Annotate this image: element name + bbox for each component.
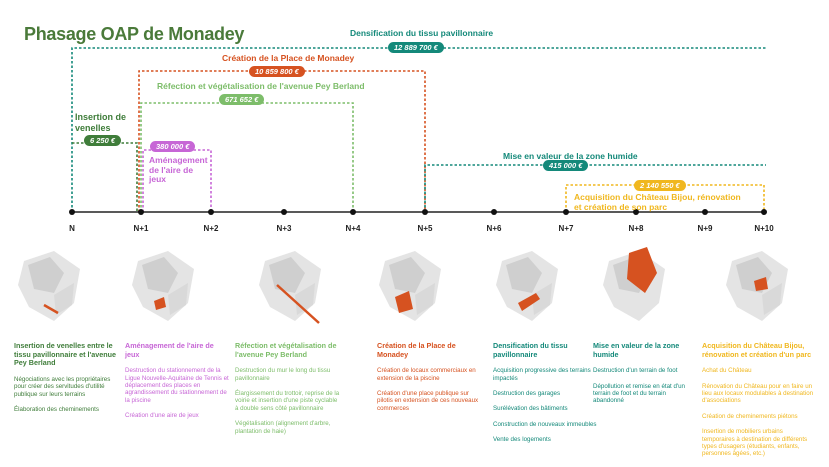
timeline-dots: [69, 209, 767, 215]
column-title: Aménagement de l'aire de jeux: [125, 341, 214, 359]
column-title: Mise en valeur de la zone humide: [593, 341, 680, 359]
column-zone: Mise en valeur de la zone humide Destruc…: [593, 341, 693, 413]
column-item: Vente des logements: [493, 436, 551, 444]
tick-label: N+2: [203, 224, 219, 233]
avenue-bracket: [140, 102, 354, 212]
column-item: Élargissement du trottoir, reprise de la…: [235, 390, 340, 412]
column-item: Destruction du stationnement de la Ligue…: [125, 367, 229, 404]
zone-bracket: [424, 164, 766, 212]
column-item: Surélévation des bâtiments: [493, 405, 568, 413]
page-title: Phasage OAP de Monadey: [24, 24, 245, 44]
tick-label: N+8: [628, 224, 644, 233]
place-amount: 10 859 800 €: [249, 66, 305, 77]
map-thumbnail-zone: [603, 247, 665, 321]
aire-label-line3: jeux: [149, 174, 167, 184]
tick-label: N+9: [697, 224, 713, 233]
map-thumbnail-place: [379, 251, 441, 321]
densification-amount: 12 889 700 €: [388, 42, 444, 53]
column-densification: Densification du tissu pavillonnaire Acq…: [493, 341, 598, 452]
column-item: Destruction d'un terrain de foot: [593, 367, 678, 375]
column-item: Création de cheminements piétons: [702, 412, 798, 420]
column-item: Achat du Château: [702, 367, 752, 375]
place-label: Création de la Place de Monadey: [222, 53, 355, 63]
column-item: Insertion de mobiliers urbains temporair…: [702, 428, 808, 458]
map-thumbnail-densification: [496, 251, 558, 321]
densification-bracket: [71, 47, 766, 212]
tick-label: N+5: [417, 224, 433, 233]
map-thumbnail-aire: [132, 251, 194, 321]
column-item: Élaboration des cheminements: [14, 406, 99, 413]
column-item: Création d'une aire de jeux: [125, 412, 199, 420]
column-item: Création d'une place publique sur piloti…: [377, 390, 479, 412]
column-item: Destruction du mur le long du tissu pavi…: [235, 367, 331, 382]
avenue-amount: 671 652 €: [219, 94, 265, 105]
column-avenue: Réfection et végétalisation de l'avenue …: [235, 341, 340, 443]
tick-label: N+7: [558, 224, 574, 233]
aire-label-line1: Aménagement: [149, 155, 208, 165]
column-title: Réfection et végétalisation de l'avenue …: [235, 341, 337, 359]
tick-label: N+3: [276, 224, 292, 233]
column-item: Végétalisation (alignement d'arbre, plan…: [235, 420, 331, 435]
aire-amount: 380 000 €: [150, 141, 196, 152]
column-item: Rénovation du Château pour en faire un l…: [702, 382, 814, 405]
column-item: Construction de nouveaux immeubles: [493, 420, 597, 428]
column-title: Acquisition du Château Bijou, rénovation…: [702, 341, 812, 359]
chateau-label-line1: Acquisition du Château Bijou, rénovation: [574, 192, 741, 202]
tick-label: N+6: [486, 224, 502, 233]
venelles-label-line2: venelles: [75, 123, 111, 133]
zone-amount: 415 000 €: [543, 160, 589, 171]
column-item: Négociations avec les propriétaires pour…: [14, 375, 111, 398]
map-thumbnail-avenue: [259, 251, 321, 324]
tick-label: N+10: [754, 224, 774, 233]
venelles-label-line1: Insertion de: [75, 112, 127, 122]
column-chateau: Acquisition du Château Bijou, rénovation…: [702, 341, 816, 466]
zone-label: Mise en valeur de la zone humide: [503, 151, 638, 161]
column-place: Création de la Place de Monadey Création…: [377, 341, 482, 420]
map-thumbnail-venelles: [18, 251, 80, 321]
chateau-label: Acquisition du Château Bijou, rénovation…: [574, 192, 741, 212]
column-item: Dépollution et remise en état d'un terra…: [593, 382, 685, 405]
venelles-bracket: [72, 142, 138, 212]
map-thumbnail-chateau: [726, 251, 788, 321]
chateau-amount: 2 140 550 €: [634, 180, 686, 191]
aire-label: Aménagement de l'aire de jeux: [149, 155, 208, 185]
aire-label-line2: de l'aire de: [149, 164, 194, 175]
column-title: Densification du tissu pavillonnaire: [493, 341, 568, 359]
venelles-amount: 6 250 €: [84, 135, 122, 146]
column-venelles: Insertion de venelles entre le tissu pav…: [14, 341, 119, 421]
venelles-label: Insertion de venelles: [75, 112, 126, 134]
densification-label: Densification du tissu pavillonnaire: [350, 28, 494, 38]
tick-label: N: [69, 224, 75, 233]
column-item: Acquisition progressive des terrains imp…: [493, 367, 591, 382]
column-title: Création de la Place de Monadey: [377, 341, 456, 359]
tick-label: N+1: [133, 224, 149, 233]
column-item: Création de locaux commerciaux en extens…: [377, 367, 476, 382]
column-aire: Aménagement de l'aire de jeux Destructio…: [125, 341, 230, 428]
avenue-label: Réfection et végétalisation de l'avenue …: [157, 81, 365, 91]
column-title: Insertion de venelles entre le tissu pav…: [14, 341, 116, 368]
chateau-label-line2: et création de son parc: [574, 202, 668, 212]
column-item: Destruction des garages: [493, 390, 561, 397]
tick-label: N+4: [345, 224, 361, 233]
